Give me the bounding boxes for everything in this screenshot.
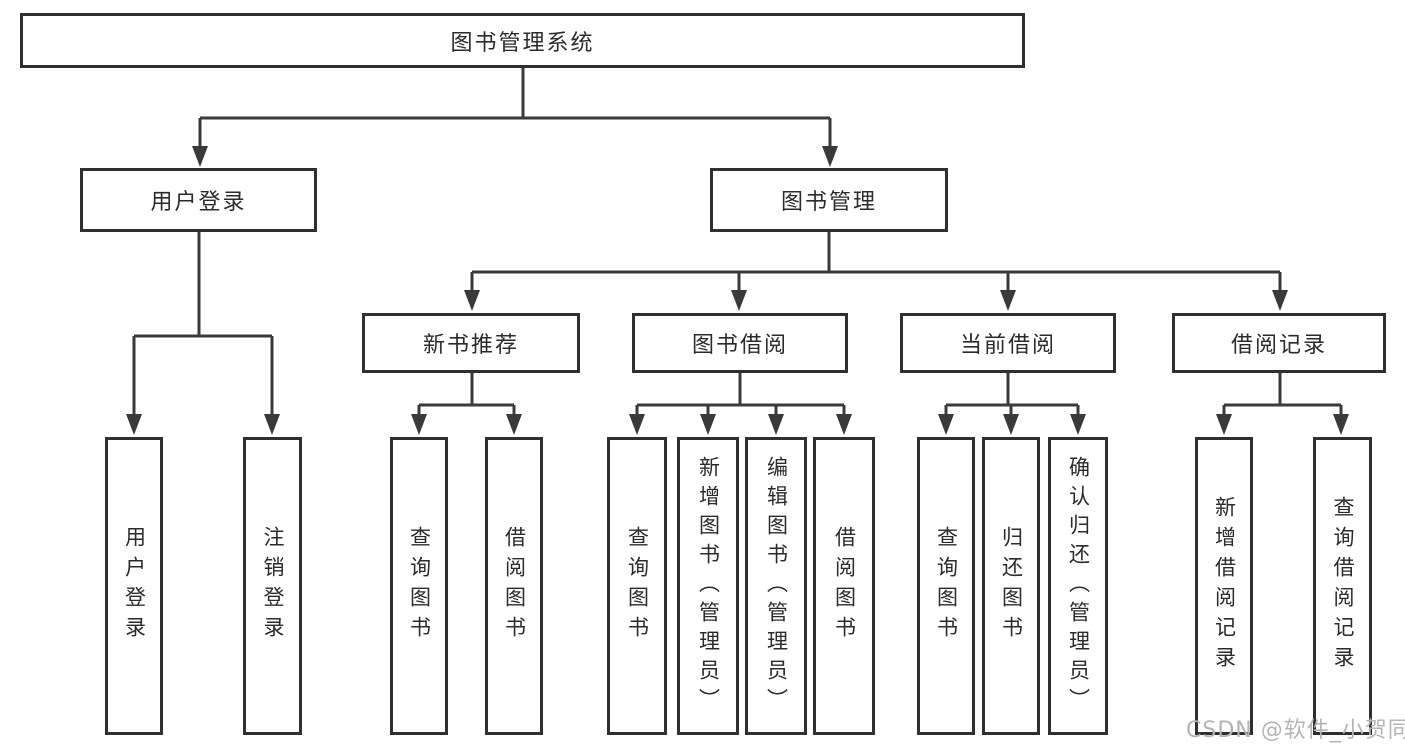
leaf-label: 用户登录 [122,526,147,646]
leaf-borrow-add-books-admin: 新增图书（管理员） [677,437,739,735]
node-borrow-record: 借阅记录 [1172,313,1386,373]
leaf-label: 查询借阅记录 [1331,496,1355,676]
connector-root-to-level2 [192,68,838,167]
leaf-borrow-query-books: 查询图书 [607,437,667,735]
node-label: 借阅记录 [1230,333,1327,358]
connector-user-login-to-leaves [126,232,280,435]
leaf-record-add-borrow-record: 新增借阅记录 [1195,437,1253,735]
csdn-watermark: CSDN @软件_小贺同学 [1186,718,1405,743]
node-label: 图书借阅 [691,333,788,358]
leaf-label: 确认归还（管理员） [1066,455,1091,717]
node-user-login-branch: 用户登录 [80,168,317,232]
leaf-current-query-books: 查询图书 [917,437,975,735]
leaf-recommend-borrow-books: 借阅图书 [485,437,543,735]
leaf-logout: 注销登录 [243,437,302,735]
leaf-recommend-query-books: 查询图书 [390,437,448,735]
leaf-label: 编辑图书（管理员） [764,455,789,717]
node-label: 当前借阅 [959,333,1056,358]
node-current-borrow: 当前借阅 [900,313,1116,373]
leaf-current-return-books: 归还图书 [982,437,1040,735]
leaf-borrow-edit-books-admin: 编辑图书（管理员） [745,437,807,735]
leaf-label: 归还图书 [999,526,1024,646]
leaf-label: 借阅图书 [502,526,527,646]
connector-book-management-to-level3 [464,232,1288,311]
leaf-current-confirm-return-admin: 确认归还（管理员） [1048,437,1108,735]
connector-current-borrow-to-leaves [938,373,1086,435]
leaf-label: 注销登录 [261,526,285,646]
leaf-user-login: 用户登录 [105,437,163,735]
node-label: 图书管理 [780,190,877,215]
node-new-book-recommend: 新书推荐 [362,313,580,373]
leaf-borrow-borrow-books: 借阅图书 [813,437,875,735]
node-book-management-system: 图书管理系统 [20,13,1025,68]
node-book-borrow: 图书借阅 [632,313,848,373]
leaf-label: 查询图书 [934,526,959,646]
node-book-management-branch: 图书管理 [710,168,948,232]
leaf-label: 新增图书（管理员） [696,455,721,717]
leaf-label: 查询图书 [407,526,432,646]
leaf-record-query-borrow-record: 查询借阅记录 [1313,437,1372,735]
node-label: 新书推荐 [422,333,519,358]
connector-borrow-record-to-leaves [1216,373,1349,435]
leaf-label: 借阅图书 [832,526,857,646]
node-label: 用户登录 [150,190,247,215]
leaf-label: 查询图书 [625,526,650,646]
node-label: 图书管理系统 [450,30,595,56]
leaf-label: 新增借阅记录 [1212,496,1237,676]
connector-book-borrow-to-leaves [629,373,852,435]
connector-new-book-recommend-to-leaves [411,373,522,435]
